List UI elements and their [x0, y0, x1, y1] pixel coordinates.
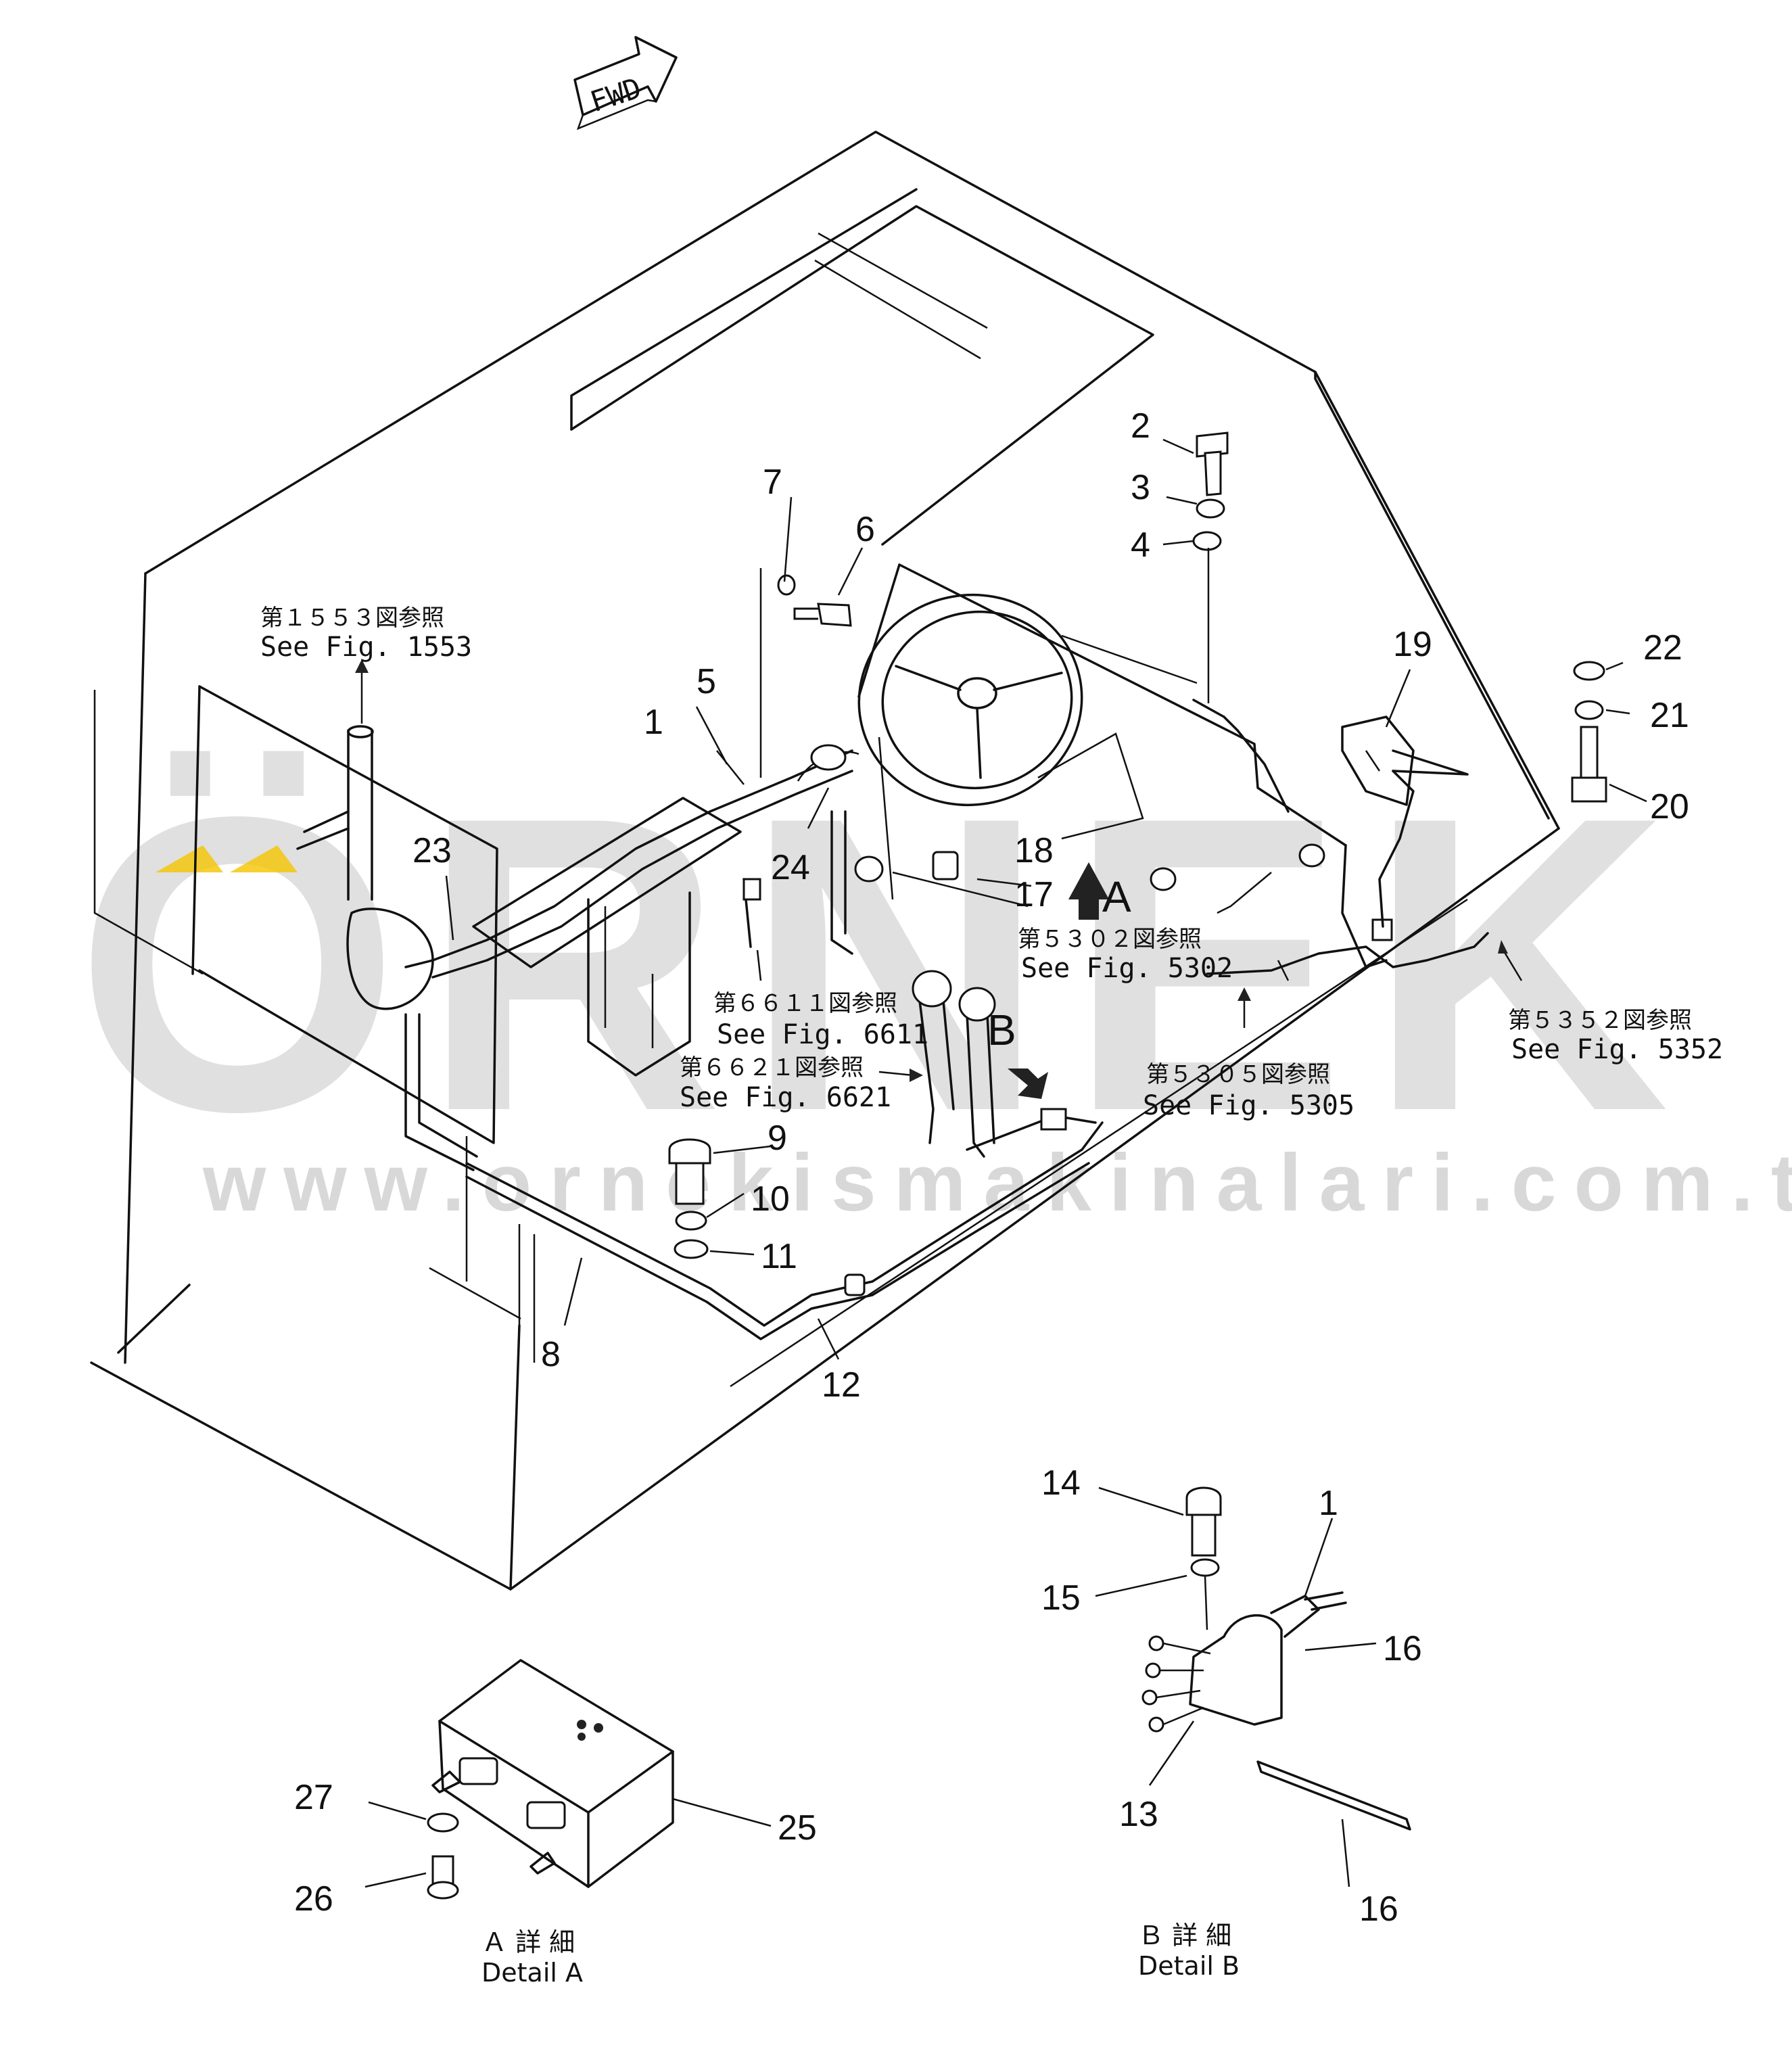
ref-6611-jp: 第６６１１図参照 [713, 990, 897, 1017]
callout-5: 5 [697, 662, 716, 701]
callout-24: 24 [771, 848, 810, 887]
callout-10: 10 [751, 1179, 790, 1219]
detail-captions: Ａ 詳 細 Detail A Ｂ 詳 細 Detail B [481, 1921, 1240, 1988]
view-marker-b: B [987, 1006, 1016, 1054]
watermark-accent-mark [230, 845, 298, 872]
callout-25: 25 [778, 1808, 817, 1848]
watermark-url: www.ornekismakinalari.com.tr [202, 1137, 1792, 1228]
callout-15: 15 [1041, 1578, 1081, 1618]
callout-16: 16 [1383, 1629, 1422, 1668]
callout-4: 4 [1131, 525, 1150, 565]
ref-5302-jp: 第５３０２図参照 [1018, 926, 1202, 953]
fwd-label: FWD [586, 71, 645, 118]
callout-17: 17 [1014, 875, 1054, 914]
callout-1-detail-b: 1 [1319, 1484, 1338, 1523]
ref-5352-jp: 第５３５２図参照 [1508, 1007, 1692, 1034]
ref-5305-en: See Fig. 5305 [1143, 1090, 1354, 1121]
bolt-9-stack [668, 1138, 711, 1259]
steering-assembly [857, 563, 1347, 847]
callout-20: 20 [1650, 787, 1689, 826]
callout-6: 6 [855, 510, 875, 549]
wiring-harness [296, 715, 1489, 1340]
view-marker-a: A [1102, 872, 1131, 921]
callout-8: 8 [541, 1335, 561, 1374]
callout-13: 13 [1119, 1795, 1158, 1834]
callout-27: 27 [294, 1778, 333, 1817]
callout-12: 12 [822, 1365, 861, 1405]
ref-5305-jp: 第５３０５図参照 [1146, 1061, 1330, 1088]
detail-a-jp: Ａ 詳 細 [481, 1927, 575, 1957]
ref-5302-en: See Fig. 5302 [1021, 953, 1233, 984]
callout-3: 3 [1131, 468, 1150, 507]
callout-21: 21 [1650, 696, 1689, 735]
callout-11: 11 [761, 1237, 797, 1276]
ref-6611-en: See Fig. 6611 [717, 1019, 928, 1050]
detail-b-jp: Ｂ 詳 細 [1138, 1921, 1231, 1950]
figure-references: 第１５５３図参照 See Fig. 1553 第６６１１図参照 See Fig.… [260, 605, 1723, 1121]
callout-19: 19 [1393, 625, 1432, 664]
bolt-6 [759, 568, 852, 778]
fastener-stack-2-4 [1192, 431, 1229, 703]
watermark-accent-mark [156, 845, 223, 872]
ref-6621-en: See Fig. 6621 [680, 1082, 891, 1113]
leader-lines [355, 438, 1647, 1888]
detail-a-en: Detail A [481, 1958, 583, 1988]
callout-2: 2 [1131, 406, 1150, 446]
detail-b-switch [1141, 1486, 1411, 1831]
detail-a-controller-box [427, 1659, 674, 1900]
callout-18: 18 [1014, 831, 1054, 870]
view-a-arrow-icon [1068, 862, 1109, 920]
callout-14: 14 [1041, 1463, 1081, 1503]
detail-b-en: Detail B [1138, 1951, 1240, 1981]
watermark-brand: ÖRNEK [74, 730, 1690, 1198]
callout-16-detail-b: 16 [1359, 1889, 1398, 1929]
steering-wheel [857, 593, 1083, 807]
callout-23: 23 [412, 831, 452, 870]
callout-26: 26 [294, 1879, 333, 1919]
ref-1553-en: See Fig. 1553 [260, 632, 472, 663]
fwd-arrow-icon: FWD [573, 36, 678, 131]
ref-1553-jp: 第１５５３図参照 [260, 605, 444, 632]
ref-6621-jp: 第６６２１図参照 [680, 1054, 864, 1081]
callout-9: 9 [768, 1119, 787, 1158]
callout-labels: 1 2 3 4 5 6 7 8 9 10 11 12 13 14 15 16 1… [294, 406, 1689, 1929]
ref-5352-en: See Fig. 5352 [1511, 1034, 1723, 1065]
view-b-arrow-icon [1008, 1069, 1048, 1099]
cab-outline [90, 131, 1560, 1591]
callout-7: 7 [763, 463, 782, 502]
bolt-20-stack [1571, 661, 1607, 803]
callout-22: 22 [1643, 628, 1682, 667]
callout-1: 1 [644, 703, 663, 742]
